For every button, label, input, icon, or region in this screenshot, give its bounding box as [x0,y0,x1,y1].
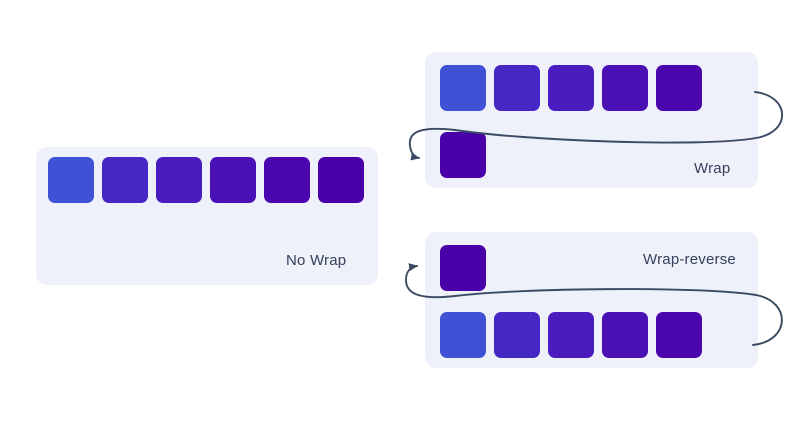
flex-item [440,65,486,111]
flex-item [656,312,702,358]
wrap-item-row-2 [440,132,486,178]
flex-item [440,245,486,291]
flex-item [602,312,648,358]
wrap-reverse-label: Wrap-reverse [643,251,736,268]
wrap-label: Wrap [694,160,731,177]
flex-item [548,65,594,111]
flex-item [440,312,486,358]
wrap-reverse-item-row-1 [440,245,486,291]
flex-item [494,65,540,111]
wrap-reverse-item-row-2 [440,312,702,358]
flex-item [210,157,256,203]
flex-item [48,157,94,203]
flex-item [264,157,310,203]
flex-item [548,312,594,358]
flex-item [102,157,148,203]
no-wrap-label: No Wrap [286,252,347,269]
flex-item [440,132,486,178]
flex-item [494,312,540,358]
flex-item [156,157,202,203]
flex-item [656,65,702,111]
no-wrap-item-row [48,157,364,203]
flex-item [602,65,648,111]
wrap-item-row-1 [440,65,702,111]
flex-item [318,157,364,203]
